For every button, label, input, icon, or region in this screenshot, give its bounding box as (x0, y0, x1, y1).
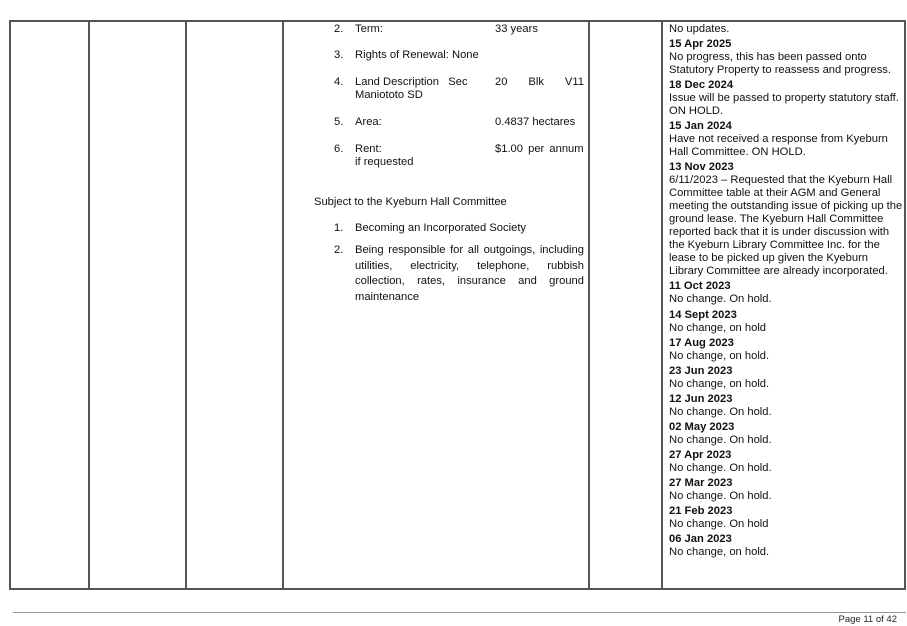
term-label: Rent: (355, 143, 382, 155)
update-date: 23 Jun 2023 (669, 364, 733, 377)
update-text: No progress, this has been passed onto S… (669, 51, 891, 77)
update-text: No change, on hold. (669, 546, 770, 559)
update-text: No change, on hold. (669, 349, 770, 362)
report-table: 2. Term: 33 years 3. Rights of Renewal: … (9, 20, 906, 590)
term-label: Land Description Sec (355, 76, 468, 88)
footer-divider (13, 612, 906, 613)
update-date: 15 Jan 2024 (669, 120, 732, 133)
table-column-5 (588, 22, 661, 588)
term-label-line2: Maniototo SD (355, 89, 423, 101)
update-text: Issue will be passed to property statuto… (669, 92, 899, 118)
page-number: Page 11 of 42 (838, 614, 897, 625)
update-text: No change. On hold. (669, 462, 772, 475)
condition-number: 1. (334, 222, 344, 234)
update-date: 11 Oct 2023 (669, 280, 731, 293)
table-column-1 (9, 22, 88, 588)
update-date: 17 Aug 2023 (669, 336, 734, 349)
term-label: Term: (355, 23, 383, 35)
term-value: 33 years (495, 23, 538, 35)
update-date: 27 Apr 2023 (669, 449, 732, 462)
update-text: 6/11/2023 – Requested that the Kyeburn H… (669, 174, 903, 278)
block-number: V11 (564, 76, 584, 88)
lease-details-cell: 2. Term: 33 years 3. Rights of Renewal: … (282, 22, 588, 588)
term-label: Rights of Renewal: None (355, 49, 479, 61)
update-date: 15 Apr 2025 (669, 38, 732, 51)
update-date: 06 Jan 2023 (669, 533, 732, 546)
update-text: No change, on hold (669, 321, 767, 334)
update-date: 14 Sept 2023 (669, 308, 737, 321)
update-date: 21 Feb 2023 (669, 505, 733, 518)
term-value: 0.4837 hectares (495, 116, 576, 128)
update-date: 02 May 2023 (669, 420, 735, 433)
subject-heading: Subject to the Kyeburn Hall Committee (314, 196, 507, 208)
table-column-2 (88, 22, 185, 588)
table-column-3 (185, 22, 282, 588)
term-label-line2: if requested (355, 156, 414, 168)
update-date: 27 Mar 2023 (669, 477, 733, 490)
update-text: No change. On hold. (669, 433, 772, 446)
term-number: 3. (334, 49, 344, 61)
condition-text: Becoming an Incorporated Society (355, 222, 527, 234)
section-number: 20 (495, 76, 508, 88)
condition-item: 1. Becoming an Incorporated Society (334, 221, 584, 237)
updates-intro: No updates. (669, 23, 730, 35)
term-value: 20 Blk V11 (495, 76, 584, 89)
update-text: Have not received a response from Kyebur… (669, 133, 888, 159)
term-number: 2. (334, 23, 344, 35)
update-text: No change. On hold. (669, 490, 772, 503)
condition-item: 2. Being responsible for all outgoings, … (334, 243, 584, 305)
update-date: 18 Dec 2024 (669, 79, 734, 92)
term-number: 6. (334, 143, 344, 155)
update-text: No change. On hold (669, 518, 769, 531)
block-label: Blk (528, 76, 544, 88)
condition-number: 2. (334, 244, 344, 256)
update-text: No change. On hold. (669, 405, 772, 418)
update-text: No change, on hold. (669, 377, 770, 390)
term-number: 4. (334, 76, 344, 88)
term-number: 5. (334, 116, 344, 128)
update-date: 12 Jun 2023 (669, 392, 733, 405)
condition-text: Being responsible for all outgoings, inc… (355, 244, 584, 303)
term-value: $1.00 per annum (495, 143, 584, 155)
update-date: 13 Nov 2023 (669, 161, 734, 174)
term-label: Area: (355, 116, 382, 128)
update-text: No change. On hold. (669, 293, 772, 306)
